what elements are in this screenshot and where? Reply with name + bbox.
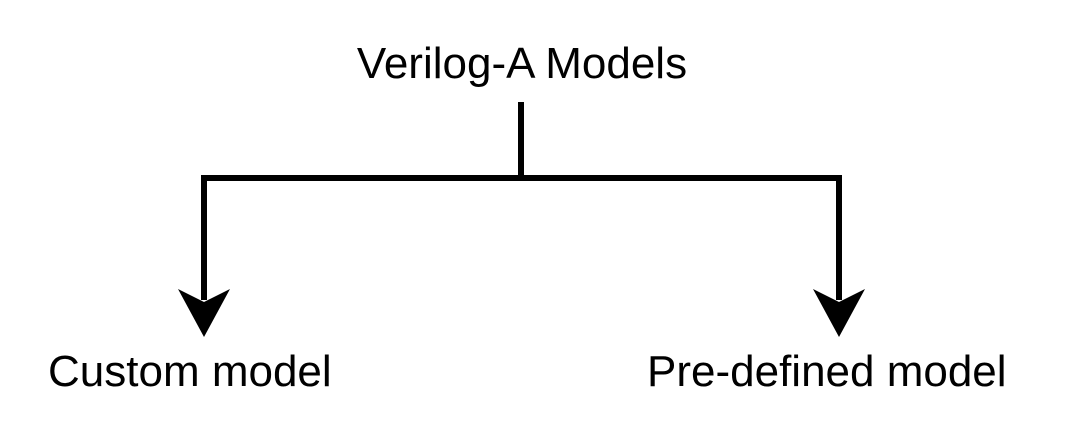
left-arrowhead: [178, 289, 230, 337]
right-arrowhead: [813, 289, 865, 337]
root-node-label: Verilog-A Models: [356, 39, 688, 88]
child-node-label-predefined: Pre-defined model: [647, 347, 1007, 396]
child-node-label-custom: Custom model: [48, 347, 332, 396]
